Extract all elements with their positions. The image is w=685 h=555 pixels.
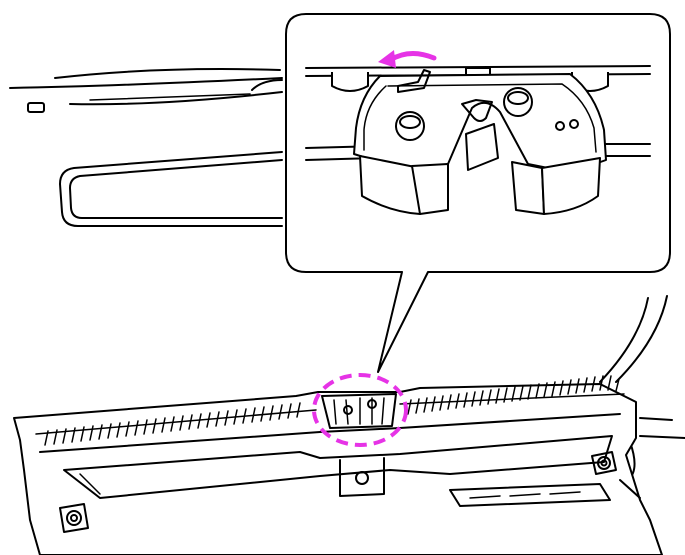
release-lever: [397, 69, 431, 93]
small-hole-b: [569, 119, 579, 129]
center-bracket: [339, 457, 385, 497]
lock-location-marker: [312, 373, 408, 447]
center-bolt: [355, 471, 369, 485]
lock-cavity: [321, 393, 397, 429]
top-left-bolt: [331, 72, 369, 92]
left-mount-bolt: [395, 111, 425, 141]
ribbing-left: [44, 402, 301, 446]
lower-right-leg: [511, 161, 545, 215]
small-clip: [27, 102, 45, 113]
window-frame: [59, 151, 283, 227]
tailgate-panel: [13, 375, 663, 555]
lock-body: [353, 73, 607, 170]
handle-recess: [63, 435, 613, 499]
upper-body-outline: [9, 68, 283, 113]
latch: [465, 123, 499, 171]
right-bolt-mount: [591, 451, 617, 475]
direction-arrow-icon: [378, 50, 437, 68]
small-hole-a: [555, 121, 565, 131]
left-bolt-mount: [59, 503, 89, 533]
ribbing-right: [407, 375, 620, 415]
magnified-lock: [305, 65, 651, 215]
right-mount-bolt: [503, 87, 533, 117]
